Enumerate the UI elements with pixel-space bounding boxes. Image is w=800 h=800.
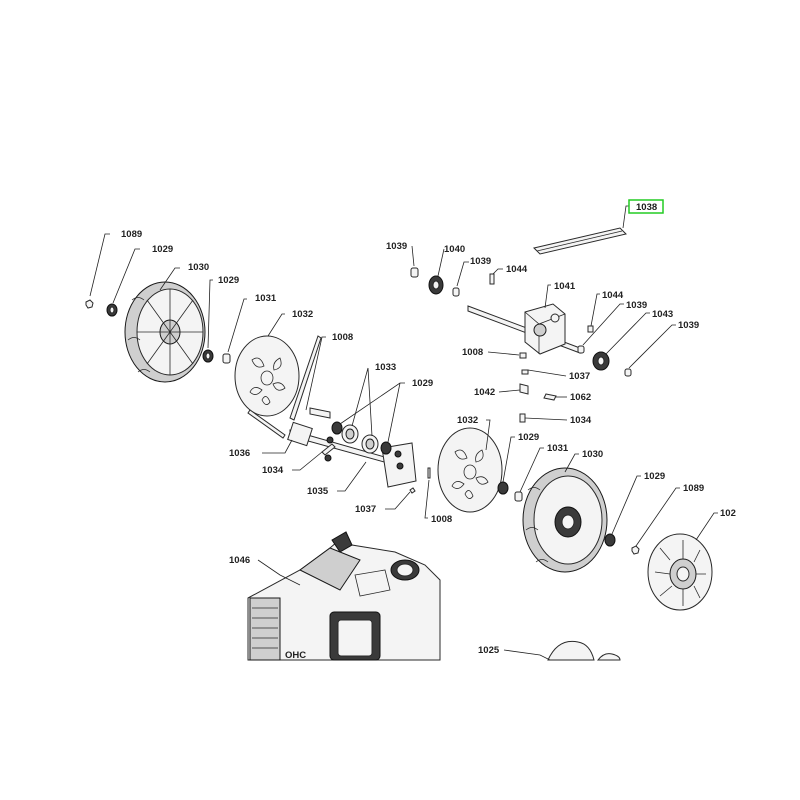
drive-gear-1043[interactable] — [592, 351, 610, 371]
label-1042[interactable]: 1042 — [474, 387, 495, 398]
label-1032[interactable]: 1032 — [292, 309, 313, 320]
bearing-1029c[interactable] — [380, 441, 392, 455]
label-1037[interactable]: 1037 — [355, 504, 376, 515]
label-1033[interactable]: 1033 — [375, 362, 396, 373]
spring-1037[interactable] — [409, 467, 431, 494]
left-wheel-cap-1089[interactable] — [85, 299, 94, 309]
right-wheel-1030[interactable] — [522, 467, 608, 573]
pin-1044b[interactable] — [587, 325, 594, 333]
label-1032[interactable]: 1032 — [457, 415, 478, 426]
bearing-1029d[interactable] — [497, 481, 509, 495]
cap-1039c[interactable] — [577, 345, 585, 354]
label-1041[interactable]: 1041 — [554, 281, 576, 292]
label-1008[interactable]: 1008 — [462, 347, 483, 358]
label-1031[interactable]: 1031 — [255, 293, 277, 304]
spring-1037b[interactable] — [521, 369, 529, 375]
spring-clip-1062[interactable] — [543, 393, 557, 401]
label-1044[interactable]: 1044 — [602, 290, 624, 301]
spacer-1031b[interactable] — [514, 491, 523, 502]
label-1029[interactable]: 1029 — [412, 378, 433, 389]
engine-1046[interactable]: OHC — [247, 531, 441, 661]
bolt-1034[interactable] — [321, 436, 336, 462]
label-1039[interactable]: 1039 — [678, 320, 699, 331]
label-1089[interactable]: 1089 — [683, 483, 704, 494]
label-1089[interactable]: 1089 — [121, 229, 142, 240]
clip-1042[interactable] — [519, 383, 529, 395]
label-1029[interactable]: 1029 — [152, 244, 173, 255]
label-1034[interactable]: 1034 — [570, 415, 592, 426]
leader-lines — [89, 205, 718, 661]
label-1029[interactable]: 1029 — [644, 471, 665, 482]
cap-1039b[interactable] — [452, 287, 460, 297]
label-1039[interactable]: 1039 — [626, 300, 647, 311]
hubcap-1032b[interactable] — [437, 427, 503, 513]
engine-brand-text: OHC — [285, 650, 306, 661]
bushing-set-1033[interactable] — [331, 421, 379, 454]
label-1035[interactable]: 1035 — [307, 486, 329, 497]
label-1039[interactable]: 1039 — [386, 241, 407, 252]
wheel-cover-102[interactable] — [647, 533, 713, 611]
drive-belt-1038[interactable] — [533, 227, 627, 255]
deck-1025[interactable] — [547, 640, 621, 661]
cap-1039d[interactable] — [624, 368, 632, 377]
cap-1089b[interactable] — [631, 545, 640, 555]
left-bearing-1029[interactable] — [106, 303, 118, 317]
rear-height-adjuster-1008[interactable] — [247, 335, 322, 439]
pinion-gear-1040[interactable] — [428, 275, 444, 295]
label-102[interactable]: 102 — [720, 508, 736, 519]
label-1034[interactable]: 1034 — [262, 465, 284, 476]
selected-part-highlight — [628, 199, 664, 214]
label-1029[interactable]: 1029 — [518, 432, 539, 443]
label-1043[interactable]: 1043 — [652, 309, 673, 320]
screw-1034b[interactable] — [519, 413, 526, 423]
label-1031[interactable]: 1031 — [547, 443, 569, 454]
label-1038-selected[interactable]: 1038 — [636, 202, 657, 213]
label-1040[interactable]: 1040 — [444, 244, 465, 255]
label-1025[interactable]: 1025 — [478, 645, 500, 656]
screw-1008c[interactable] — [519, 352, 527, 359]
bearing-1029e[interactable] — [604, 533, 616, 547]
label-1037[interactable]: 1037 — [569, 371, 590, 382]
pin-1044[interactable] — [489, 273, 495, 285]
label-1008[interactable]: 1008 — [332, 332, 353, 343]
spacer-1031[interactable] — [222, 353, 231, 364]
left-wheel-1030[interactable] — [124, 281, 206, 383]
label-1029[interactable]: 1029 — [218, 275, 239, 286]
gearbox-1041[interactable] — [524, 303, 566, 355]
rear-axle-1035[interactable] — [287, 407, 417, 488]
label-1044[interactable]: 1044 — [506, 264, 528, 275]
label-1046[interactable]: 1046 — [229, 555, 250, 566]
label-1030[interactable]: 1030 — [582, 449, 603, 460]
hubcap-1032[interactable] — [234, 335, 300, 417]
label-1036[interactable]: 1036 — [229, 448, 250, 459]
label-1039[interactable]: 1039 — [470, 256, 491, 267]
part-labels: 1089 1029 1030 1029 1031 1032 1008 1033 … — [121, 202, 736, 656]
label-1062[interactable]: 1062 — [570, 392, 591, 403]
label-1030[interactable]: 1030 — [188, 262, 209, 273]
left-bearing-1029b[interactable] — [202, 349, 214, 363]
cap-1039[interactable] — [410, 267, 419, 278]
label-1008[interactable]: 1008 — [431, 514, 452, 525]
